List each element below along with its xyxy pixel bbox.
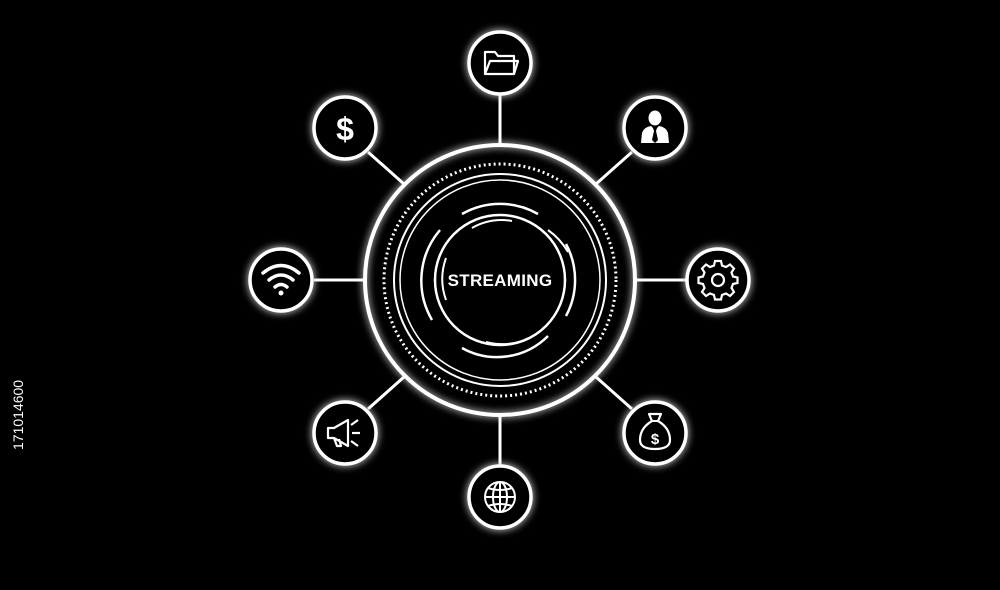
connector-lines — [314, 94, 686, 466]
hub-arc-top-inner — [471, 219, 513, 229]
node-folder-circle — [467, 30, 533, 96]
node-wifi-circle — [248, 247, 314, 313]
stock-id-watermark: 171014600 — [4, 380, 26, 590]
node-settings-circle — [685, 247, 751, 313]
svg-text:$: $ — [651, 431, 660, 448]
gear-icon — [697, 259, 739, 301]
connector-dollar — [367, 150, 405, 186]
globe-icon — [484, 481, 516, 513]
hub-ring-2 — [393, 173, 607, 387]
hub-arc-left — [420, 229, 441, 321]
central-hub — [363, 143, 637, 417]
folder-icon — [483, 50, 520, 76]
node-money-bag-circle — [622, 400, 688, 466]
connector-money-bag — [595, 375, 633, 411]
hub-ring-3 — [399, 179, 601, 381]
center-label: STREAMING — [448, 271, 553, 290]
node-megaphone-circle — [312, 400, 378, 466]
hub-arc-right-top — [547, 229, 569, 253]
dollar-icon: $ — [336, 111, 354, 147]
node-circles — [248, 30, 751, 530]
hub-arc-right — [564, 243, 577, 317]
hub-inner-ring — [433, 213, 567, 347]
svg-text:$: $ — [336, 111, 354, 147]
hub-arc-left-inner — [441, 257, 447, 301]
hub-dotted-ring — [382, 162, 618, 398]
hub-arc-bottom — [461, 335, 549, 359]
node-dollar-circle — [312, 95, 378, 161]
connector-megaphone — [367, 375, 405, 411]
connector-businessman — [595, 150, 633, 186]
money-bag-icon: $ — [638, 412, 672, 451]
hub-diagram: STREAMING $ — [248, 30, 751, 530]
megaphone-icon — [326, 418, 360, 448]
businessman-icon — [641, 110, 669, 143]
stock-id-text: 171014600 — [10, 379, 26, 450]
wifi-icon — [261, 263, 301, 296]
hub-outer-ring — [363, 143, 637, 417]
hub-arc-top — [461, 202, 539, 216]
